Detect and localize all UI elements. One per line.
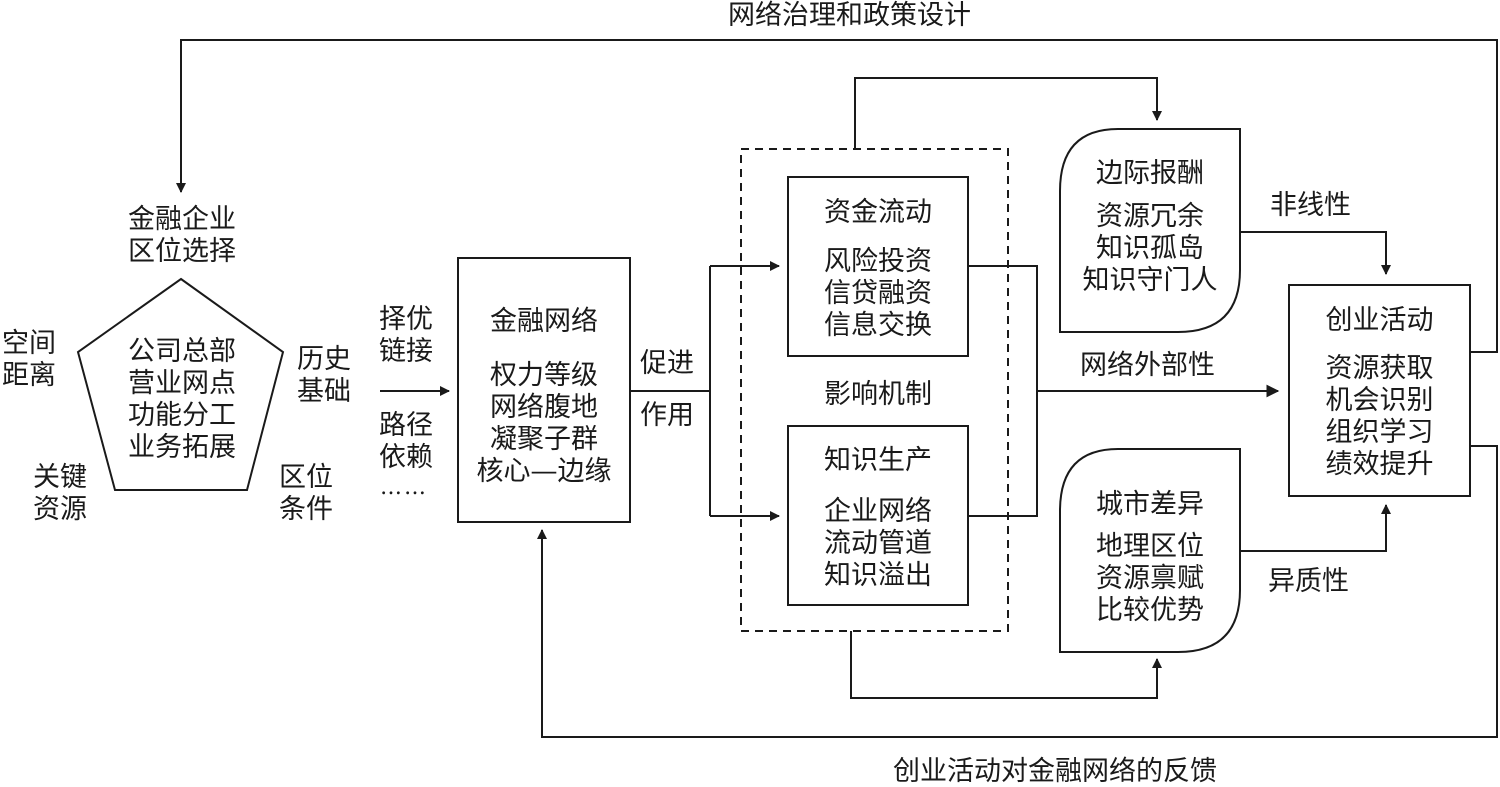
promote-label: 促进 [640, 348, 694, 379]
entrepreneurship-title: 创业活动 [1325, 305, 1434, 336]
entrepreneurship-box [1288, 284, 1471, 497]
mechanism-label: 影响机制 [824, 379, 932, 410]
heterogeneity-label: 异质性 [1268, 566, 1349, 597]
key-resources-label: 关键资源 [33, 462, 87, 525]
capital-flow-list: 风险投资信贷融资 信息交换 [824, 246, 932, 341]
nonlinear-arrow [1240, 231, 1391, 275]
marginal-return-list: 资源冗余知识孤岛 知识守门人 [1082, 201, 1218, 296]
financial-network-title: 金融网络 [490, 306, 598, 337]
mechanism-to-marginal-arrow [854, 77, 1162, 149]
effect-label: 作用 [640, 400, 694, 431]
feedback-loop-arrow [537, 445, 1498, 738]
city-difference-title: 城市差异 [1096, 489, 1204, 520]
heterogeneity-arrow [1240, 504, 1391, 552]
knowledge-production-list: 企业网络流动管道 知识溢出 [824, 496, 932, 591]
nonlinear-label: 非线性 [1270, 190, 1351, 221]
marginal-return-box [1059, 128, 1241, 333]
pentagon-inner-list: 公司总部营业网点 功能分工业务拓展 [128, 336, 236, 463]
history-basis-label: 历史基础 [297, 344, 351, 407]
governance-label: 网络治理和政策设计 [728, 0, 971, 31]
capital-merge-line [968, 265, 1038, 517]
financial-network-list: 权力等级网络腹地 凝聚子群核心—边缘 [476, 360, 612, 487]
city-difference-box [1059, 448, 1241, 653]
entrepreneurship-list: 资源获取机会识别 组织学习绩效提升 [1325, 353, 1434, 480]
preferential-linking-label: 择优链接 [379, 304, 433, 367]
marginal-return-title: 边际报酬 [1096, 158, 1204, 189]
capital-flow-title: 资金流动 [824, 197, 932, 228]
location-choice-title: 金融企业区位选择 [128, 204, 236, 267]
governance-loop-arrow [176, 39, 1498, 353]
mechanism-dashed-box [740, 148, 1009, 632]
location-conditions-label: 区位条件 [279, 462, 333, 525]
externality-label: 网络外部性 [1080, 350, 1215, 381]
knowledge-production-title: 知识生产 [824, 445, 932, 476]
path-dependence-label: 路径依赖 [379, 410, 433, 473]
city-difference-list: 地理区位资源禀赋 比较优势 [1096, 531, 1204, 626]
feedback-label: 创业活动对金融网络的反馈 [893, 756, 1217, 787]
pentagon-shape [76, 277, 285, 491]
mechanism-to-city-arrow [850, 631, 1162, 699]
ellipsis-label: …… [380, 475, 428, 500]
spatial-distance-label: 空间距离 [2, 328, 56, 391]
